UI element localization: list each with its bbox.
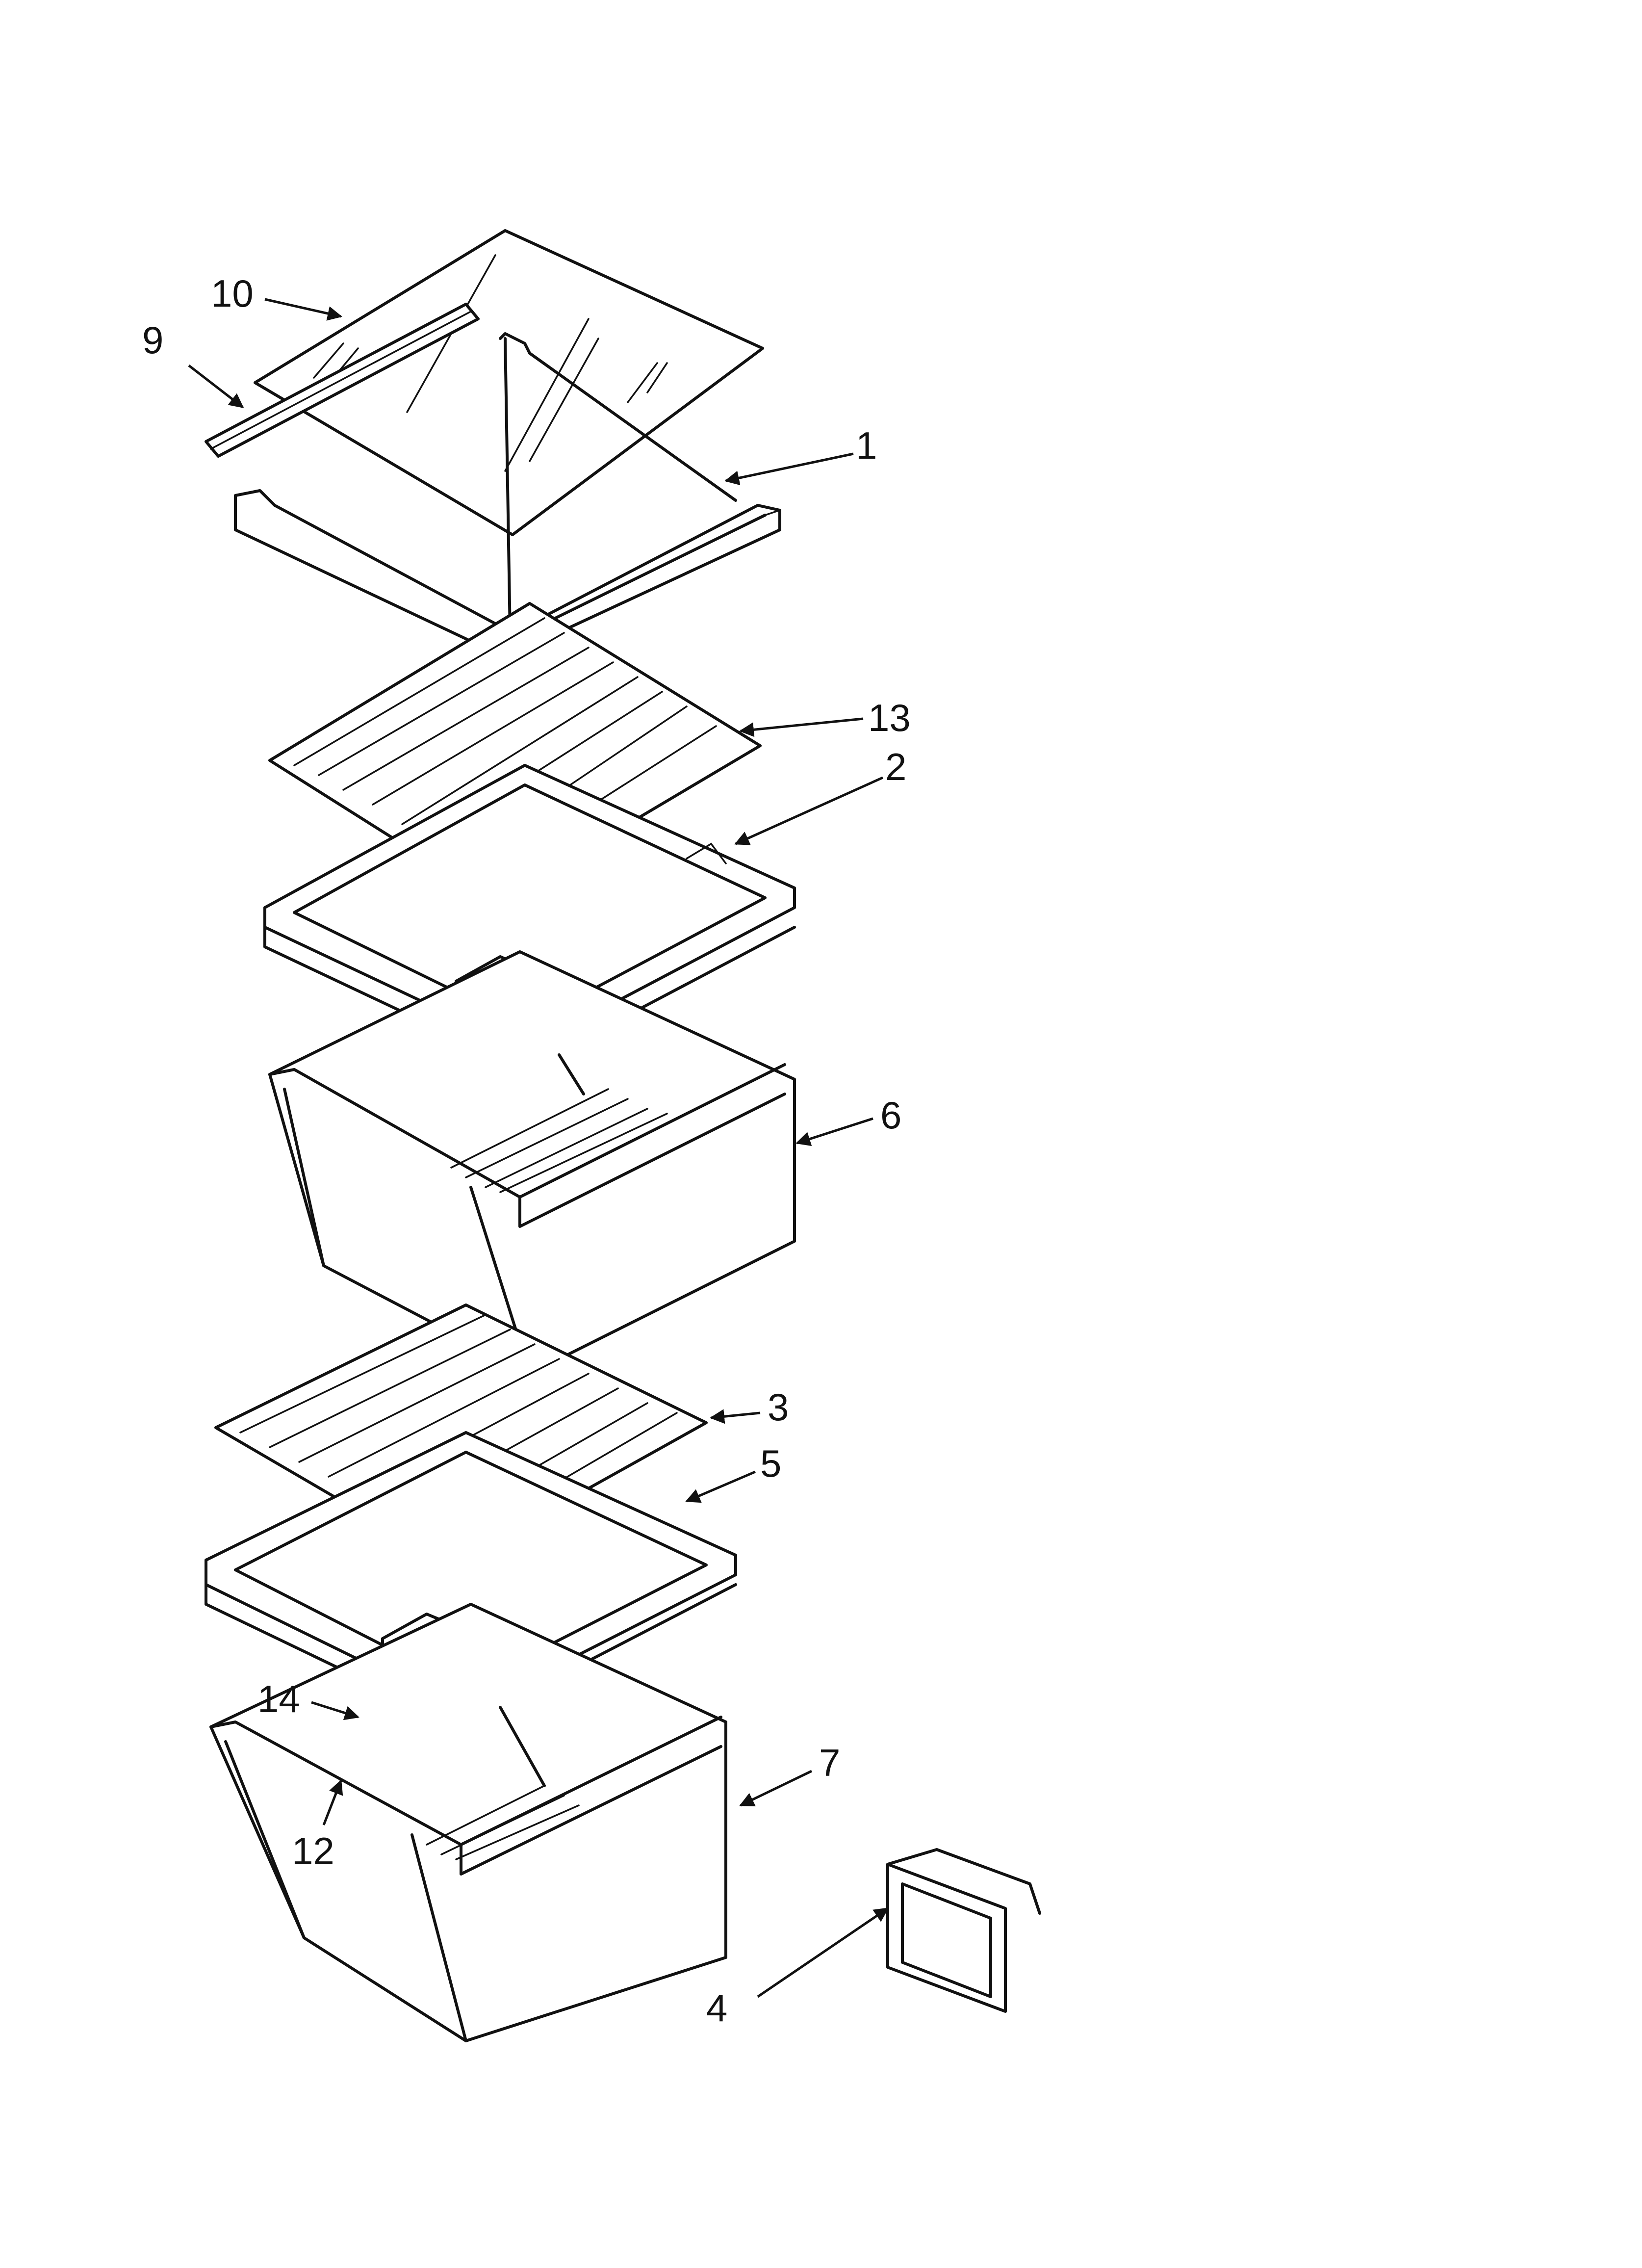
- callout-7: 7: [819, 1741, 840, 1784]
- lower-crisper-drawer: [209, 1603, 727, 2042]
- callout-2: 2: [885, 745, 906, 788]
- leader-lines: [188, 298, 889, 1998]
- callout-4: 4: [706, 1986, 727, 2030]
- callout-14: 14: [257, 1677, 300, 1721]
- front-trim: [205, 303, 480, 458]
- callout-13: 13: [868, 696, 911, 739]
- callout-9: 9: [142, 318, 163, 362]
- side-bracket: [886, 1848, 1041, 2013]
- shelf-frame: [234, 332, 781, 659]
- callout-10: 10: [211, 272, 254, 315]
- callout-1: 1: [856, 424, 877, 467]
- upper-crisper-drawer: [268, 950, 796, 1375]
- callout-labels: 10 9 1 13 2 6 3 5 14 7 12 4: [142, 272, 911, 2030]
- callout-3: 3: [768, 1385, 789, 1429]
- callout-12: 12: [292, 1829, 334, 1873]
- callout-5: 5: [760, 1442, 781, 1485]
- callout-6: 6: [880, 1094, 901, 1137]
